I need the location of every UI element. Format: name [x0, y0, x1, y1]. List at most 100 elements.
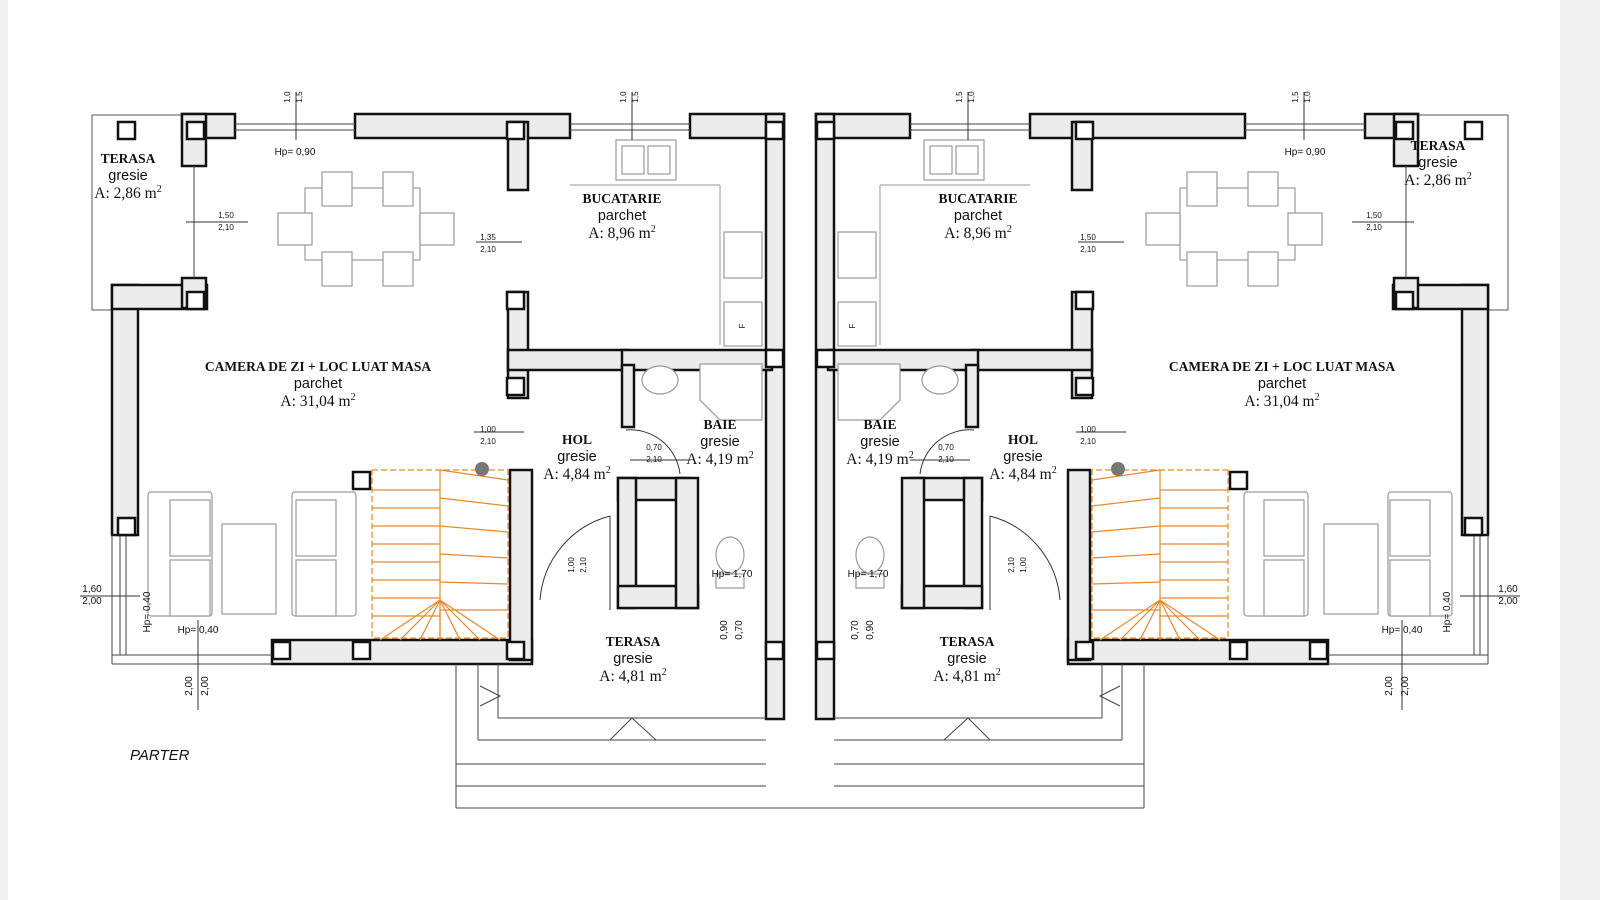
wall-wc	[674, 476, 700, 610]
room-terasa-bottom-left-material: gresie	[613, 651, 653, 667]
dim-door_bucatarie: 2,10	[480, 245, 496, 254]
area-unit: m	[897, 451, 909, 468]
dim-door-entry: 2,10	[579, 557, 588, 573]
column	[116, 516, 137, 537]
dim-win-bottom: 2,00	[184, 676, 195, 696]
room-bucatarie-right-material: parchet	[954, 208, 1002, 224]
dim-win-bottom: 2,00	[1384, 676, 1395, 696]
stair-post	[1111, 462, 1125, 476]
sink-bowl	[955, 145, 979, 175]
stair-tread	[1091, 553, 1161, 559]
area-value: A: 4,81	[599, 668, 649, 685]
staircase	[371, 462, 509, 641]
wall-top	[353, 112, 572, 140]
area-unit: m	[639, 225, 651, 242]
room-hol-right-title: HOL	[1008, 432, 1038, 447]
stair-tread	[1091, 525, 1161, 533]
entry-door	[539, 515, 611, 610]
chair	[1145, 212, 1181, 246]
dim-win-top: 1,5	[955, 91, 964, 103]
room-terasa-bottom-right-area: A: 4,81 m2	[933, 667, 1000, 685]
room-bucatarie-left-material: parchet	[598, 208, 646, 224]
room-baie-left-title: BAIE	[703, 417, 736, 432]
staircase	[1091, 462, 1229, 641]
dim-win-top: 1,0	[1303, 91, 1312, 103]
room-terasa-top-right-material: gresie	[1418, 155, 1458, 171]
column	[1394, 120, 1415, 141]
area-value: A: 8,96	[588, 225, 638, 242]
chair	[382, 251, 414, 287]
column	[185, 290, 206, 311]
area-exponent: 2	[651, 224, 656, 235]
chair	[1186, 171, 1218, 207]
column	[1463, 516, 1484, 537]
fridge-label: F	[848, 323, 857, 328]
stair-winder	[419, 599, 441, 641]
stair-winder	[1159, 599, 1201, 641]
dim-door_hol: 2,10	[480, 437, 496, 446]
stair-tread	[1091, 581, 1161, 585]
room-camera-right-area: A: 31,04 m2	[1244, 392, 1319, 410]
stair-winder	[379, 599, 441, 641]
stair-winder	[1099, 599, 1161, 641]
column	[185, 120, 206, 141]
area-unit: m	[650, 668, 662, 685]
dim-win-top: 1,5	[295, 91, 304, 103]
area-exponent: 2	[1467, 171, 1472, 182]
dim-win_side: 1,60	[82, 584, 102, 595]
column	[116, 120, 137, 141]
cushion	[169, 499, 211, 557]
area-value: A: 4,84	[543, 466, 593, 483]
wall-left	[110, 283, 140, 537]
area-unit: m	[995, 225, 1007, 242]
fridge	[837, 301, 877, 347]
wall-hall	[508, 468, 534, 662]
area-unit: m	[1040, 466, 1052, 483]
room-baie-right-area: A: 4,19 m2	[846, 450, 913, 468]
room-terasa-bottom-right-title: TERASA	[940, 634, 995, 649]
area-value: A: 31,04	[280, 393, 338, 410]
coffee-table	[1323, 523, 1379, 615]
stove	[723, 231, 763, 279]
dim-door_hol: 1,00	[1080, 425, 1096, 434]
room-camera-left-title: CAMERA DE ZI + LOC LUAT MASA	[205, 359, 431, 374]
area-value: A: 4,19	[846, 451, 896, 468]
room-bucatarie-left-area: A: 8,96 m2	[588, 224, 655, 242]
dim-door_terasa: 1,50	[1366, 211, 1382, 220]
room-baie-left-material: gresie	[700, 434, 740, 450]
shower	[837, 363, 901, 421]
column	[505, 640, 526, 661]
column	[1074, 120, 1095, 141]
column	[1394, 290, 1415, 311]
stair-winder	[1139, 599, 1161, 641]
step-arrow	[943, 717, 991, 741]
dim-door_baie: 2,10	[646, 455, 662, 464]
dim-door-entry: 1,00	[1019, 557, 1028, 573]
chair	[321, 171, 353, 207]
dim-door_baie: 0,70	[646, 443, 662, 452]
hp-label: Hp= 0,40	[1382, 625, 1423, 636]
column	[764, 120, 785, 141]
wall-kitchen	[506, 348, 630, 372]
column	[505, 290, 526, 311]
area-exponent: 2	[351, 392, 356, 403]
cushion	[295, 499, 337, 557]
wall-party	[814, 112, 836, 721]
dim-door-entry: 1,00	[567, 557, 576, 573]
wall-left	[1460, 283, 1490, 537]
column	[815, 348, 836, 369]
area-exponent: 2	[1052, 465, 1057, 476]
toilet-tank	[715, 573, 745, 589]
area-value: A: 2,86	[94, 185, 144, 202]
room-terasa-bottom-left-area: A: 4,81 m2	[599, 667, 666, 685]
stair-winder	[439, 599, 481, 641]
column	[1074, 640, 1095, 661]
stair-winder	[399, 599, 441, 641]
column	[764, 348, 785, 369]
cushion	[1263, 499, 1305, 557]
room-terasa-bottom-right-material: gresie	[947, 651, 987, 667]
stair-tread	[439, 497, 509, 507]
column	[1308, 640, 1329, 661]
